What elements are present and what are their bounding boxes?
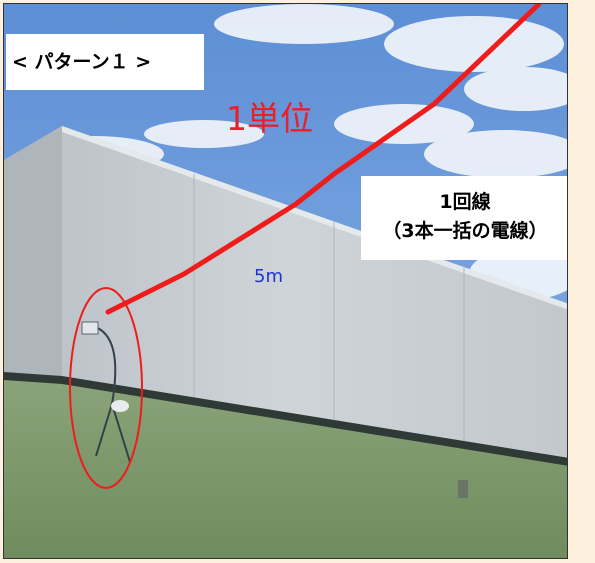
- photo-frame: < パターン１ > 1単位 1回線 （3本一括の電線） 5m: [3, 3, 568, 559]
- building-photo: [4, 4, 567, 558]
- service-drop-highlight: [69, 287, 143, 489]
- circuit-label: 1回線 （3本一括の電線）: [361, 176, 567, 260]
- lower-building: [4, 376, 567, 558]
- insulator: [111, 400, 129, 412]
- length-label: 5m: [254, 266, 283, 287]
- ledge-band: [4, 372, 567, 466]
- unit-label: 1単位: [226, 99, 313, 138]
- wall-fixture: [458, 480, 468, 498]
- wall-bracket: [81, 321, 99, 335]
- wall-left-face: [4, 126, 62, 378]
- circuit-label-line2: （3本一括の電線）: [382, 220, 548, 242]
- roof-edge: [62, 126, 567, 310]
- cable-route: [105, 4, 542, 315]
- circuit-label-line1: 1回線: [439, 191, 491, 213]
- pattern-label: < パターン１ >: [6, 34, 204, 90]
